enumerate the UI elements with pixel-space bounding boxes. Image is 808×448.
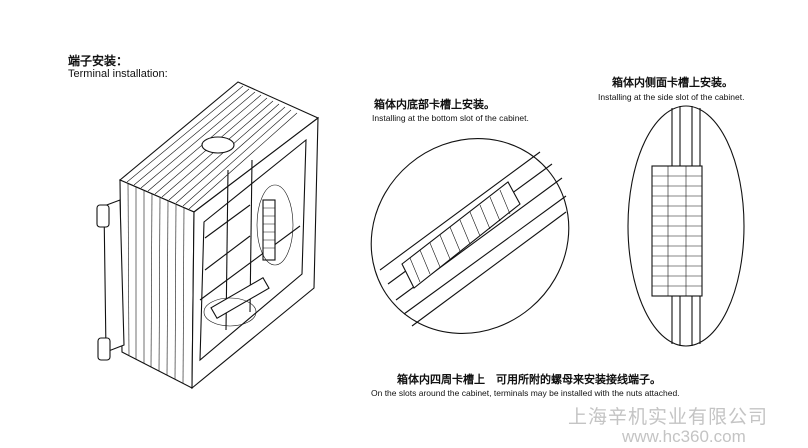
bottom-slot-caption-en: Installing at the bottom slot of the cab… (372, 113, 529, 123)
side-slot-caption-cn: 箱体内侧面卡槽上安装。 (612, 76, 733, 89)
watermark-company: 上海辛机实业有限公司 (568, 406, 769, 428)
cabinet-drawing (96, 81, 320, 390)
cabinet-side (191, 116, 319, 390)
side-slot-caption-en: Installing at the side slot of the cabin… (598, 92, 745, 102)
around-slots-caption-cn: 箱体内四周卡槽上 可用所附的螺母来安装接线端子。 (397, 373, 661, 386)
side-slot-detail (627, 105, 745, 347)
cabinet-top-hole (201, 136, 235, 154)
bottom-slot-detail (370, 138, 570, 334)
section-title-cn: 端子安装： (68, 54, 129, 68)
section-title-en: Terminal installation: (68, 68, 168, 80)
cabinet-handle (103, 199, 125, 353)
watermark-site: www.hc360.com (622, 427, 746, 446)
bottom-slot-caption-cn: 箱体内底部卡槽上安装。 (374, 98, 495, 111)
around-slots-caption-en: On the slots around the cabinet, termina… (371, 388, 680, 398)
